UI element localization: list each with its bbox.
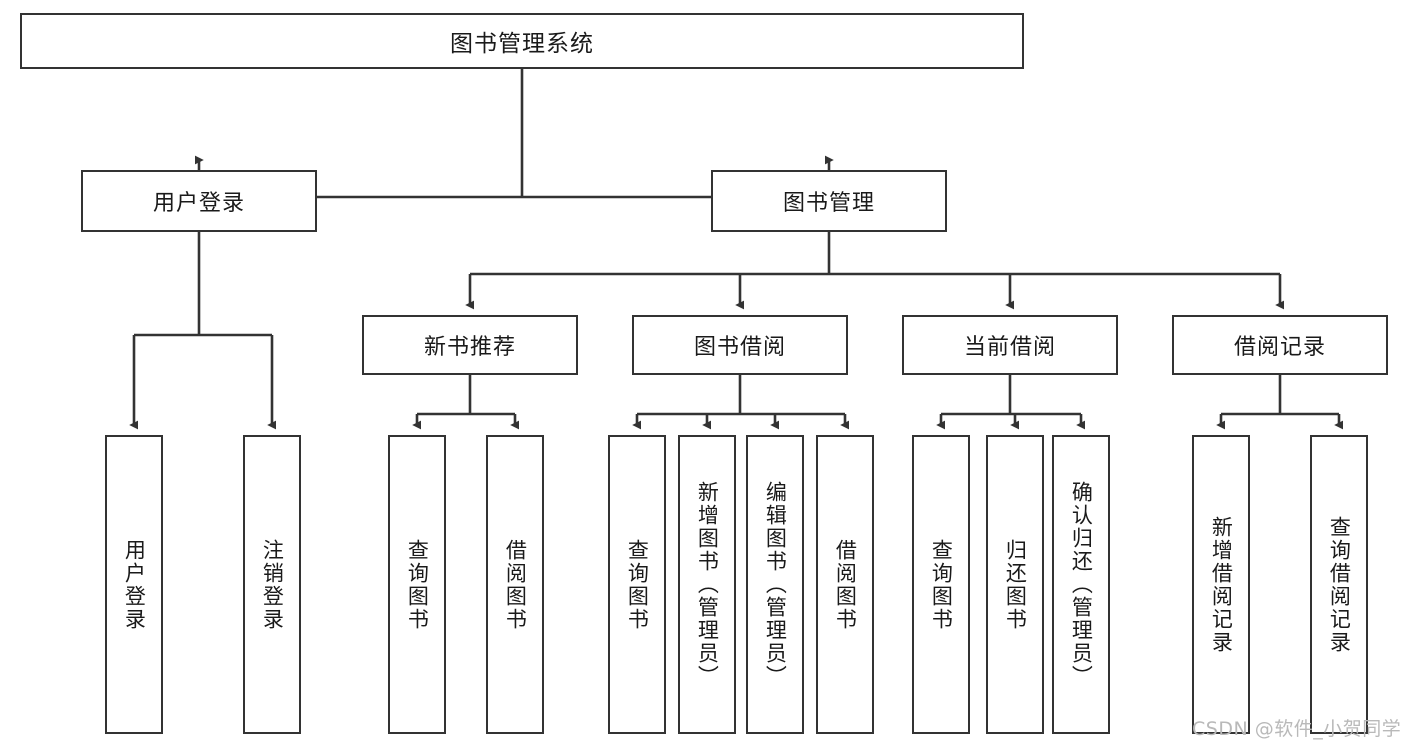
node-root-system[interactable]: 图书管理系统 — [20, 13, 1024, 69]
leaf-borrow-book-1[interactable]: 借阅图书 — [486, 435, 544, 734]
node-book-borrow[interactable]: 图书借阅 — [632, 315, 848, 375]
leaf-borrow-book-2[interactable]: 借阅图书 — [816, 435, 874, 734]
node-borrow-record[interactable]: 借阅记录 — [1172, 315, 1388, 375]
leaf-logout[interactable]: 注销登录 — [243, 435, 301, 734]
node-book-management[interactable]: 图书管理 — [711, 170, 947, 232]
leaf-add-borrow-record[interactable]: 新增借阅记录 — [1192, 435, 1250, 734]
leaf-edit-book-admin[interactable]: 编辑图书（管理员） — [746, 435, 804, 734]
node-user-login[interactable]: 用户登录 — [81, 170, 317, 232]
leaf-add-book-admin[interactable]: 新增图书（管理员） — [678, 435, 736, 734]
leaf-query-book-2[interactable]: 查询图书 — [608, 435, 666, 734]
leaf-user-login[interactable]: 用户登录 — [105, 435, 163, 734]
leaf-return-book[interactable]: 归还图书 — [986, 435, 1044, 734]
leaf-query-book-3[interactable]: 查询图书 — [912, 435, 970, 734]
node-current-borrow[interactable]: 当前借阅 — [902, 315, 1118, 375]
leaf-query-book-1[interactable]: 查询图书 — [388, 435, 446, 734]
leaf-query-borrow-record[interactable]: 查询借阅记录 — [1310, 435, 1368, 734]
leaf-confirm-return-admin[interactable]: 确认归还（管理员） — [1052, 435, 1110, 734]
node-new-book-recommendation[interactable]: 新书推荐 — [362, 315, 578, 375]
